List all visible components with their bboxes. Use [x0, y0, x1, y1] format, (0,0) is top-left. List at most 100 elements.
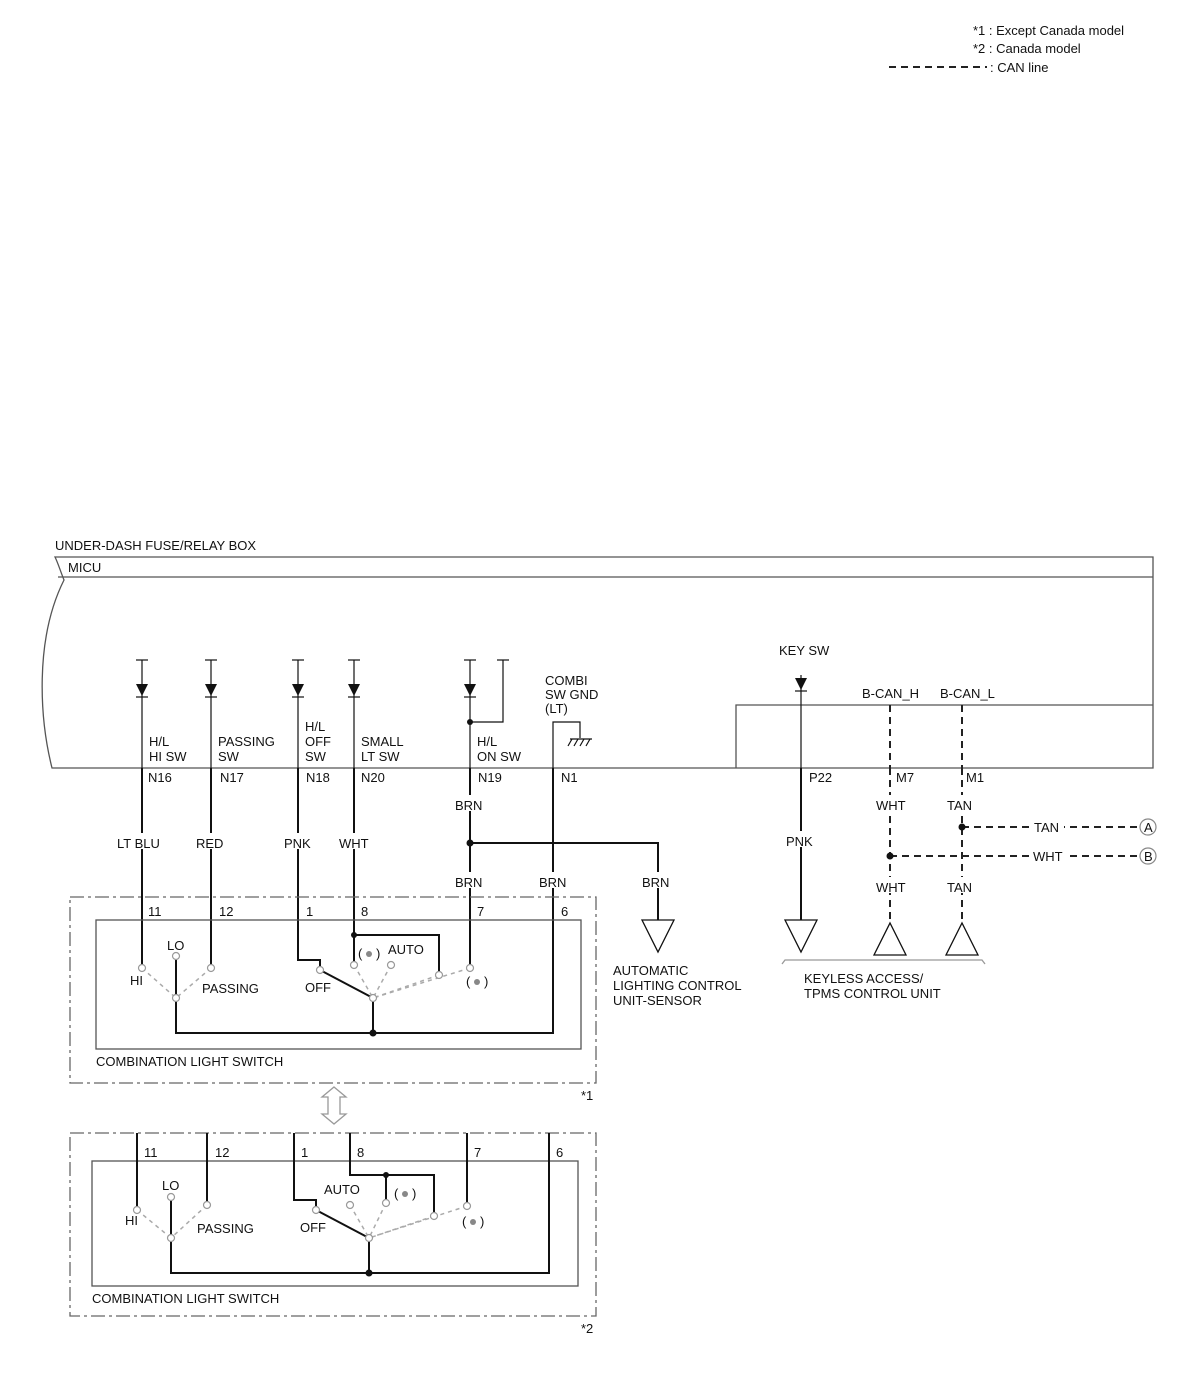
switch1-parking-light-icon: (	[358, 946, 363, 961]
connector-a-label: A	[1144, 820, 1153, 835]
label-combi-gnd-3: (LT)	[545, 701, 568, 716]
wire-brn-to-sensor	[470, 842, 659, 920]
color-pnk-n18: PNK	[284, 836, 311, 851]
svg-text:): )	[412, 1186, 416, 1201]
legend-can-line-label: : CAN line	[990, 60, 1049, 75]
legend: *1 : Except Canada model *2 : Canada mod…	[889, 23, 1124, 75]
switch1-label-off: OFF	[305, 980, 331, 995]
label-b-can-l: B-CAN_L	[940, 686, 995, 701]
keyless-terminal-can-h-icon	[872, 921, 908, 956]
splice-tan	[958, 823, 966, 831]
auto-lighting-terminal-icon	[640, 919, 676, 954]
switch1-parking-light-symbol	[366, 951, 372, 957]
label-combi-gnd-2: SW GND	[545, 687, 598, 702]
switch1-label-passing: PASSING	[202, 981, 259, 996]
switch2-pin-12: 12	[215, 1145, 229, 1160]
switch2-parking-light-icon: (	[394, 1186, 399, 1201]
keyless-label-2: TPMS CONTROL UNIT	[804, 986, 941, 1001]
legend-note-2: *2 : Canada model	[973, 41, 1081, 56]
external-wires	[141, 768, 1140, 1034]
label-passing-sw-2: SW	[218, 749, 240, 764]
combination-light-switch-1: 11 12 1 8 7 6 HI LO PASSING	[69, 896, 597, 1103]
color-brn-1: BRN	[455, 798, 482, 813]
switch2-model-note: *2	[581, 1321, 593, 1336]
connector-b-icon	[1139, 847, 1157, 865]
color-wht-1: WHT	[876, 798, 906, 813]
keyless-terminal-p22-icon	[783, 919, 819, 954]
switch2-pin-8: 8	[357, 1145, 364, 1160]
label-hl-off-sw-2: OFF	[305, 734, 331, 749]
alternative-arrow-icon	[320, 1086, 348, 1125]
keyless-bracket	[781, 959, 986, 965]
diode-n17	[205, 659, 217, 768]
label-hl-hi-sw-2: HI SW	[149, 749, 187, 764]
switch2-outer-box	[69, 1132, 597, 1317]
pin-n20: N20	[361, 770, 385, 785]
switch1-title: COMBINATION LIGHT SWITCH	[96, 1054, 283, 1069]
label-hl-hi-sw-1: H/L	[149, 734, 169, 749]
wire-brn-gnd	[373, 768, 554, 1034]
color-brn-4: BRN	[642, 875, 669, 890]
color-red: RED	[196, 836, 223, 851]
switch1-pin-8: 8	[361, 904, 368, 919]
micu-label: MICU	[68, 560, 101, 575]
switch2-title: COMBINATION LIGHT SWITCH	[92, 1291, 279, 1306]
switch2-pin-6: 6	[556, 1145, 563, 1160]
switch1-pin-11: 11	[148, 904, 162, 919]
connector-markers: A B	[1139, 818, 1157, 865]
wire-color-labels: LT BLU RED PNK WHT BRN BRN BRN BRN PNK W…	[115, 795, 1070, 895]
switch1-label-hi: HI	[130, 973, 143, 988]
switch1-pin-6: 6	[561, 904, 568, 919]
pin-n1: N1	[561, 770, 578, 785]
diode-n16	[136, 659, 148, 768]
diode-n18	[292, 659, 304, 768]
color-wht-to-b: WHT	[1033, 849, 1063, 864]
color-tan-2: TAN	[947, 880, 972, 895]
micu-internal-circuits	[136, 659, 963, 768]
switch2-pin-7: 7	[474, 1145, 481, 1160]
auto-lighting-unit: AUTOMATIC LIGHTING CONTROL UNIT-SENSOR	[613, 919, 742, 1008]
pin-n18: N18	[306, 770, 330, 785]
switch2-label-auto: AUTO	[324, 1182, 360, 1197]
label-key-sw: KEY SW	[779, 643, 830, 658]
label-combi-gnd-1: COMBI	[545, 673, 588, 688]
switch1-model-note: *1	[581, 1088, 593, 1103]
switch2-parking-light-symbol	[402, 1191, 408, 1197]
pin-m1: M1	[966, 770, 984, 785]
switch2-pin-11: 11	[144, 1145, 158, 1160]
label-hl-on-sw-2: ON SW	[477, 749, 522, 764]
legend-note-1: *1 : Except Canada model	[973, 23, 1124, 38]
auto-lighting-label-2: LIGHTING CONTROL	[613, 978, 742, 993]
fuse-box-outline	[41, 556, 1154, 769]
switch1-pin-12: 12	[219, 904, 233, 919]
switch1-pin-7: 7	[477, 904, 484, 919]
switch2-headlight-symbol	[470, 1219, 476, 1225]
pin-n16: N16	[148, 770, 172, 785]
pin-p22: P22	[809, 770, 832, 785]
under-dash-fuse-relay-box: UNDER-DASH FUSE/RELAY BOX MICU	[41, 538, 1154, 769]
label-hl-off-sw-3: SW	[305, 749, 327, 764]
connector-a-icon	[1139, 818, 1157, 836]
color-tan-1: TAN	[947, 798, 972, 813]
keyless-label-1: KEYLESS ACCESS/	[804, 971, 924, 986]
pin-m7: M7	[896, 770, 914, 785]
combination-light-switch-2: 11 12 1 8 7 6 HI LO PASSING OFF AUTO ( )…	[69, 1132, 597, 1336]
switch1-outer-box	[69, 896, 597, 1084]
switch1-label-lo: LO	[167, 938, 184, 953]
pin-n17: N17	[220, 770, 244, 785]
switch2-inner-box	[91, 1160, 579, 1287]
diode-n20	[348, 659, 360, 768]
color-lt-blu: LT BLU	[117, 836, 160, 851]
circuit-labels: H/L HI SW PASSING SW H/L OFF SW SMALL LT…	[148, 643, 995, 785]
label-hl-on-sw-1: H/L	[477, 734, 497, 749]
switch1-inner-box	[95, 919, 582, 1050]
color-wht-n20: WHT	[339, 836, 369, 851]
svg-text:): )	[480, 1214, 484, 1229]
color-pnk-p22: PNK	[786, 834, 813, 849]
label-passing-sw-1: PASSING	[218, 734, 275, 749]
switch2-label-lo: LO	[162, 1178, 179, 1193]
label-hl-off-sw-1: H/L	[305, 719, 325, 734]
switch2-pin-1: 1	[301, 1145, 308, 1160]
diode-p22	[795, 675, 807, 768]
